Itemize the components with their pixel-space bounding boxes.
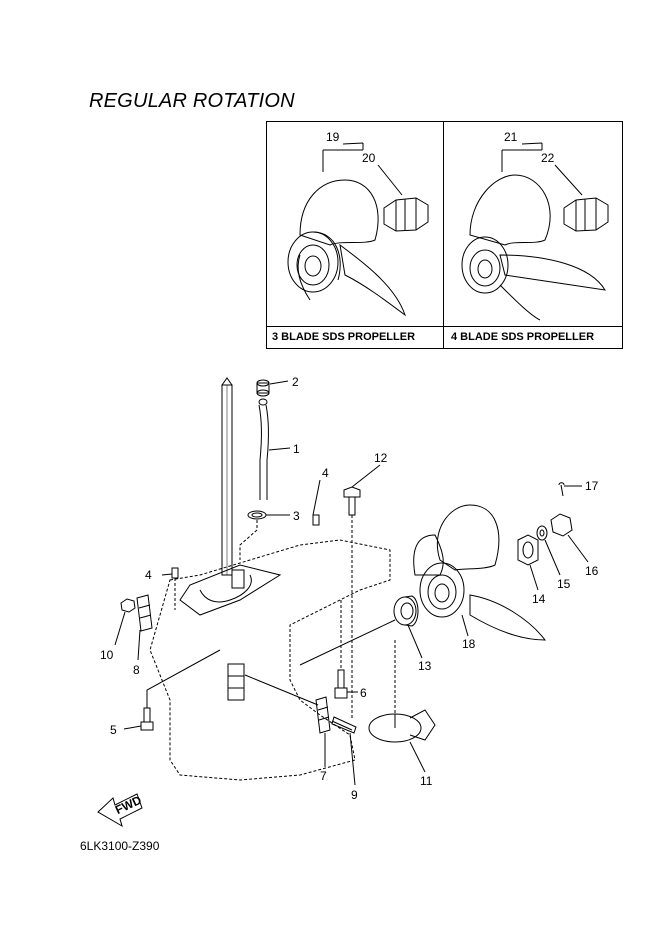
inset-caption-line: [266, 326, 623, 327]
callout-3: 3: [293, 509, 300, 523]
callout-17: 17: [585, 479, 599, 493]
grommet-part-2: [256, 379, 270, 397]
callout-18: 18: [462, 637, 476, 651]
callout-1: 1: [293, 442, 300, 456]
callout-14: 14: [532, 592, 546, 606]
dowel-pin-part-4-left: [171, 567, 179, 579]
leader-22: [554, 164, 583, 196]
tube-guide-line: [239, 520, 258, 560]
callout-8: 8: [133, 663, 140, 677]
page-title: REGULAR ROTATION: [89, 90, 295, 112]
callout-leaders: [114, 380, 589, 786]
fwd-label: FWD: [113, 793, 144, 817]
bolt-5-guide-line: [146, 649, 221, 708]
propeller-inset-box: [266, 121, 623, 349]
callout-12: 12: [374, 451, 388, 465]
callout-9: 9: [351, 788, 358, 802]
spline-washer-20-drawing: [383, 197, 429, 232]
callout-2: 2: [292, 375, 299, 389]
label-22: 22: [541, 151, 555, 165]
label-19: 19: [326, 130, 340, 144]
callout-11: 11: [420, 774, 433, 788]
washer-part-15: [536, 525, 548, 541]
leader-21: [501, 142, 543, 172]
propeller-nut-part-16: [550, 513, 573, 537]
water-tube-end: [258, 398, 268, 406]
inset-divider: [443, 121, 444, 349]
diagram-code: 6LK3100-Z390: [80, 839, 160, 853]
bolt-part-5: [140, 707, 154, 731]
callout-16: 16: [585, 564, 599, 578]
anode-part-11: [368, 709, 436, 743]
thrust-guide-line: [299, 619, 396, 666]
drive-shaft-drawing: [221, 377, 233, 576]
washer-part-15-inner: [539, 529, 545, 537]
callout-15: 15: [557, 577, 571, 591]
water-tube-part-1: [258, 404, 269, 500]
callout-7: 7: [320, 769, 327, 783]
nut-part-10: [120, 598, 136, 613]
thrust-washer-part-13: [393, 595, 419, 627]
clip-part-8: [136, 594, 153, 632]
propeller-part-18: [413, 504, 547, 641]
inset-caption-4-blade: 4 BLADE SDS PROPELLER: [451, 331, 595, 343]
callout-10: 10: [100, 648, 114, 662]
callout-6: 6: [360, 686, 367, 700]
inset-caption-3-blade: 3 BLADE SDS PROPELLER: [272, 331, 416, 343]
cotter-pin-part-17: [558, 482, 565, 497]
leader-20: [377, 164, 403, 196]
propeller-4-blade-drawing: [461, 174, 606, 321]
propeller-3-blade-drawing: [287, 179, 406, 317]
leader-19: [322, 142, 364, 172]
label-21: 21: [504, 130, 518, 144]
clip-part-7: [315, 696, 331, 734]
dowel-pin-part-4-upper: [312, 514, 320, 526]
spline-washer-part-14: [517, 534, 539, 566]
seal-part-3-inner: [251, 512, 263, 518]
callout-4-upper: 4: [322, 466, 329, 480]
callout-4-left: 4: [145, 568, 152, 582]
screw-part-9: [331, 716, 357, 734]
bolt-part-12: [343, 486, 361, 516]
spline-washer-22-drawing: [563, 197, 609, 232]
bolt-part-6: [334, 669, 348, 699]
fwd-arrow-icon: FWD: [97, 793, 144, 828]
label-20: 20: [362, 151, 376, 165]
clip-guide-line: [244, 674, 319, 706]
lower-casing-drawing: [149, 539, 391, 781]
callout-5: 5: [110, 723, 117, 737]
seal-part-3: [247, 510, 267, 520]
callout-13: 13: [418, 659, 432, 673]
